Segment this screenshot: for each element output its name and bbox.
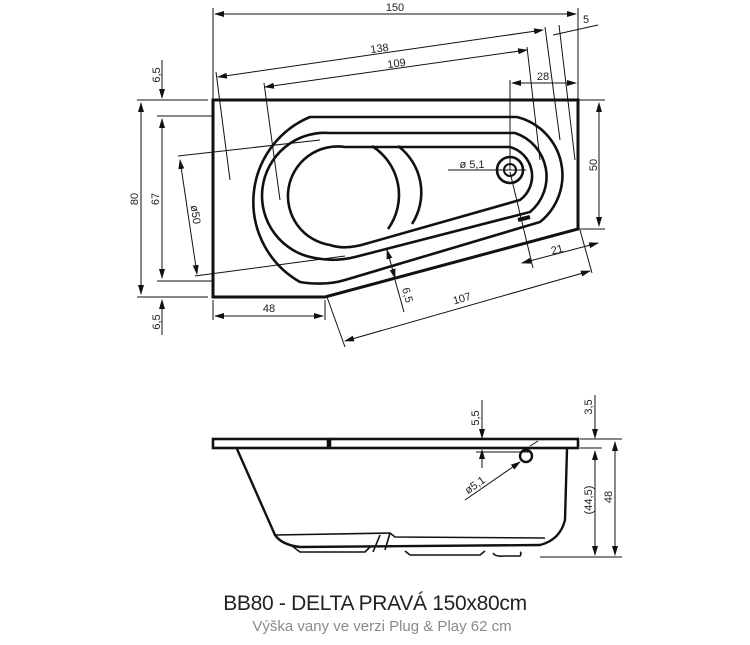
dim-3-5: 3,5 [583,399,595,414]
dim-6-5-front: 6,5 [399,286,415,304]
foot-right [404,550,486,556]
dim-150: 150 [386,2,404,14]
dim-67: 67 [150,193,162,205]
dim-48: 48 [263,303,275,315]
tub-bottom [274,532,546,539]
dim-21: 21 [550,243,565,258]
tub-body [235,448,569,549]
dim-drain-diameter: ø 5,1 [459,159,484,171]
dim-50: 50 [588,159,600,171]
dim-seat-diameter: ø50 [188,204,203,224]
side-view [211,395,622,558]
basin-inner [286,145,534,249]
product-subtitle: Výška vany ve verzi Plug & Play 62 cm [252,618,512,635]
dim-48-height: 48 [603,491,615,503]
rim-left [211,437,330,450]
seat-curve-outer [397,144,423,225]
seat-curve [371,144,401,230]
dim-138: 138 [370,42,390,56]
tub-outline [211,98,580,299]
top-view [137,8,605,348]
dim-28: 28 [537,71,549,83]
product-title: BB80 - DELTA PRAVÁ 150x80cm [223,592,527,615]
dim-5-5: 5,5 [470,410,482,425]
side-view-labels: 5,5 ø5,1 3,5 (44,5) 48 [463,399,615,514]
tub-rim [252,115,564,285]
foot-drain [492,551,522,557]
top-view-labels: 150 5 138 109 28 6,5 80 67 6,5 ø50 ø 5,1… [129,2,600,330]
dim-6-5-bottom: 6,5 [151,314,163,329]
foot-left [291,545,371,553]
basin-middle [260,131,548,262]
dim-80: 80 [129,193,141,205]
dim-109: 109 [387,57,407,71]
dim-5: 5 [583,14,589,26]
overflow-circle [518,448,534,464]
dim-44-5: (44,5) [583,486,595,515]
rim-right [328,437,580,450]
dim-6-5-top: 6,5 [151,67,163,82]
dim-107: 107 [452,291,473,308]
